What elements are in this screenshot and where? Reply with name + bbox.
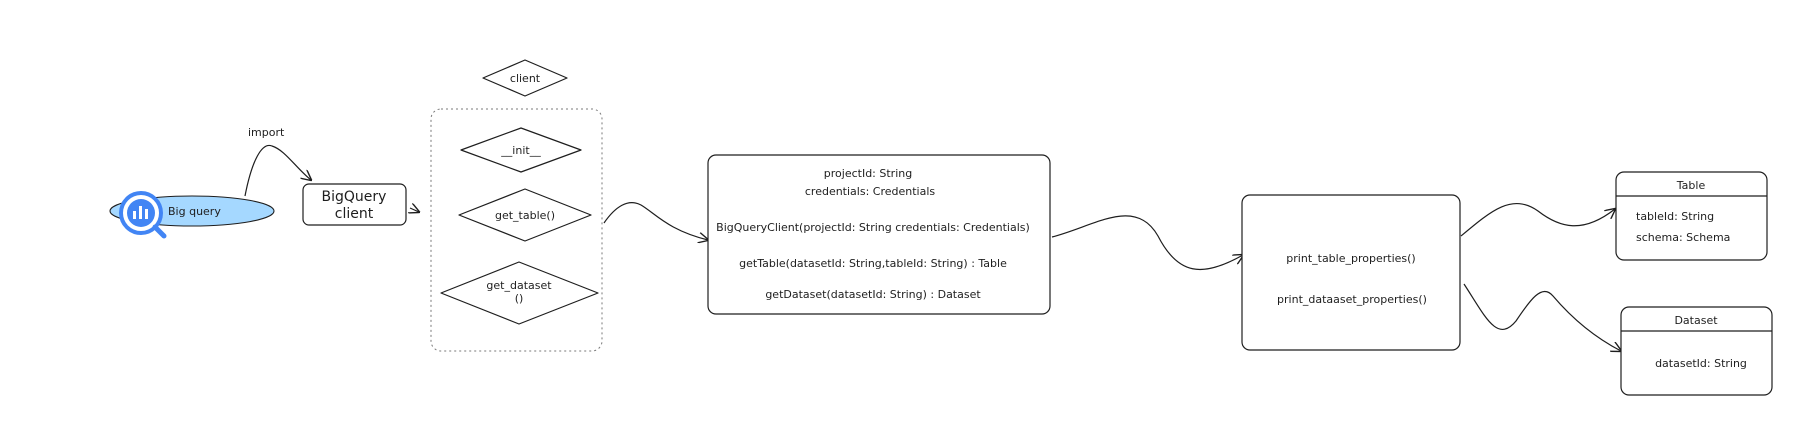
constructor-signature: BigQueryClient(projectId: String credent… bbox=[716, 221, 1030, 234]
bigquery-client-line2: client bbox=[335, 206, 374, 222]
init-method-label: __init__ bbox=[500, 144, 541, 157]
client-to-group-arrow bbox=[410, 208, 419, 212]
get-table-method-diamond[interactable]: get_table() bbox=[458, 188, 592, 242]
print-functions-box[interactable]: print_table_properties() print_dataaset_… bbox=[1241, 194, 1461, 351]
import-arrow bbox=[244, 144, 311, 197]
bigquery-client-line1: BigQuery bbox=[322, 189, 387, 205]
import-label: import bbox=[248, 126, 285, 139]
field-projectid: projectId: String bbox=[824, 167, 912, 180]
print-table-properties: print_table_properties() bbox=[1286, 252, 1415, 265]
table-field-schema: schema: Schema bbox=[1636, 231, 1730, 244]
get-dataset-method-label-line2: () bbox=[515, 292, 524, 305]
dataset-title: Dataset bbox=[1674, 314, 1718, 327]
client-diamond[interactable]: client bbox=[482, 59, 568, 97]
client-label: client bbox=[510, 72, 541, 85]
bigqueryclient-class-box[interactable]: projectId: String credentials: Credentia… bbox=[707, 154, 1051, 315]
get-dataset-method-label-line1: get_dataset bbox=[486, 279, 552, 292]
method-gettable: getTable(datasetId: String,tableId: Stri… bbox=[739, 257, 1007, 270]
table-field-tableid: tableId: String bbox=[1636, 210, 1714, 223]
field-credentials: credentials: Credentials bbox=[805, 185, 936, 198]
group-to-class-arrow bbox=[603, 202, 708, 240]
print-to-table-arrow bbox=[1460, 202, 1615, 237]
init-method-diamond[interactable]: __init__ bbox=[460, 127, 582, 173]
dataset-class-box[interactable]: Dataset datasetId: String bbox=[1620, 306, 1773, 396]
table-class-box[interactable]: Table tableId: String schema: Schema bbox=[1615, 171, 1768, 261]
get-table-method-label: get_table() bbox=[495, 209, 555, 222]
print-to-dataset-arrow bbox=[1463, 283, 1621, 351]
method-getdataset: getDataset(datasetId: String) : Dataset bbox=[765, 288, 981, 301]
bigquery-icon bbox=[119, 191, 167, 239]
print-dataaset-properties: print_dataaset_properties() bbox=[1277, 293, 1427, 306]
bigquery-client-box[interactable]: BigQuery client bbox=[302, 183, 407, 226]
get-dataset-method-diamond[interactable]: get_dataset () bbox=[440, 261, 599, 325]
class-to-print-arrow bbox=[1051, 215, 1243, 270]
table-title: Table bbox=[1676, 179, 1706, 192]
dataset-field-datasetid: datasetId: String bbox=[1655, 357, 1747, 370]
client-methods-group bbox=[430, 108, 603, 352]
bigquery-label: Big query bbox=[168, 205, 221, 218]
